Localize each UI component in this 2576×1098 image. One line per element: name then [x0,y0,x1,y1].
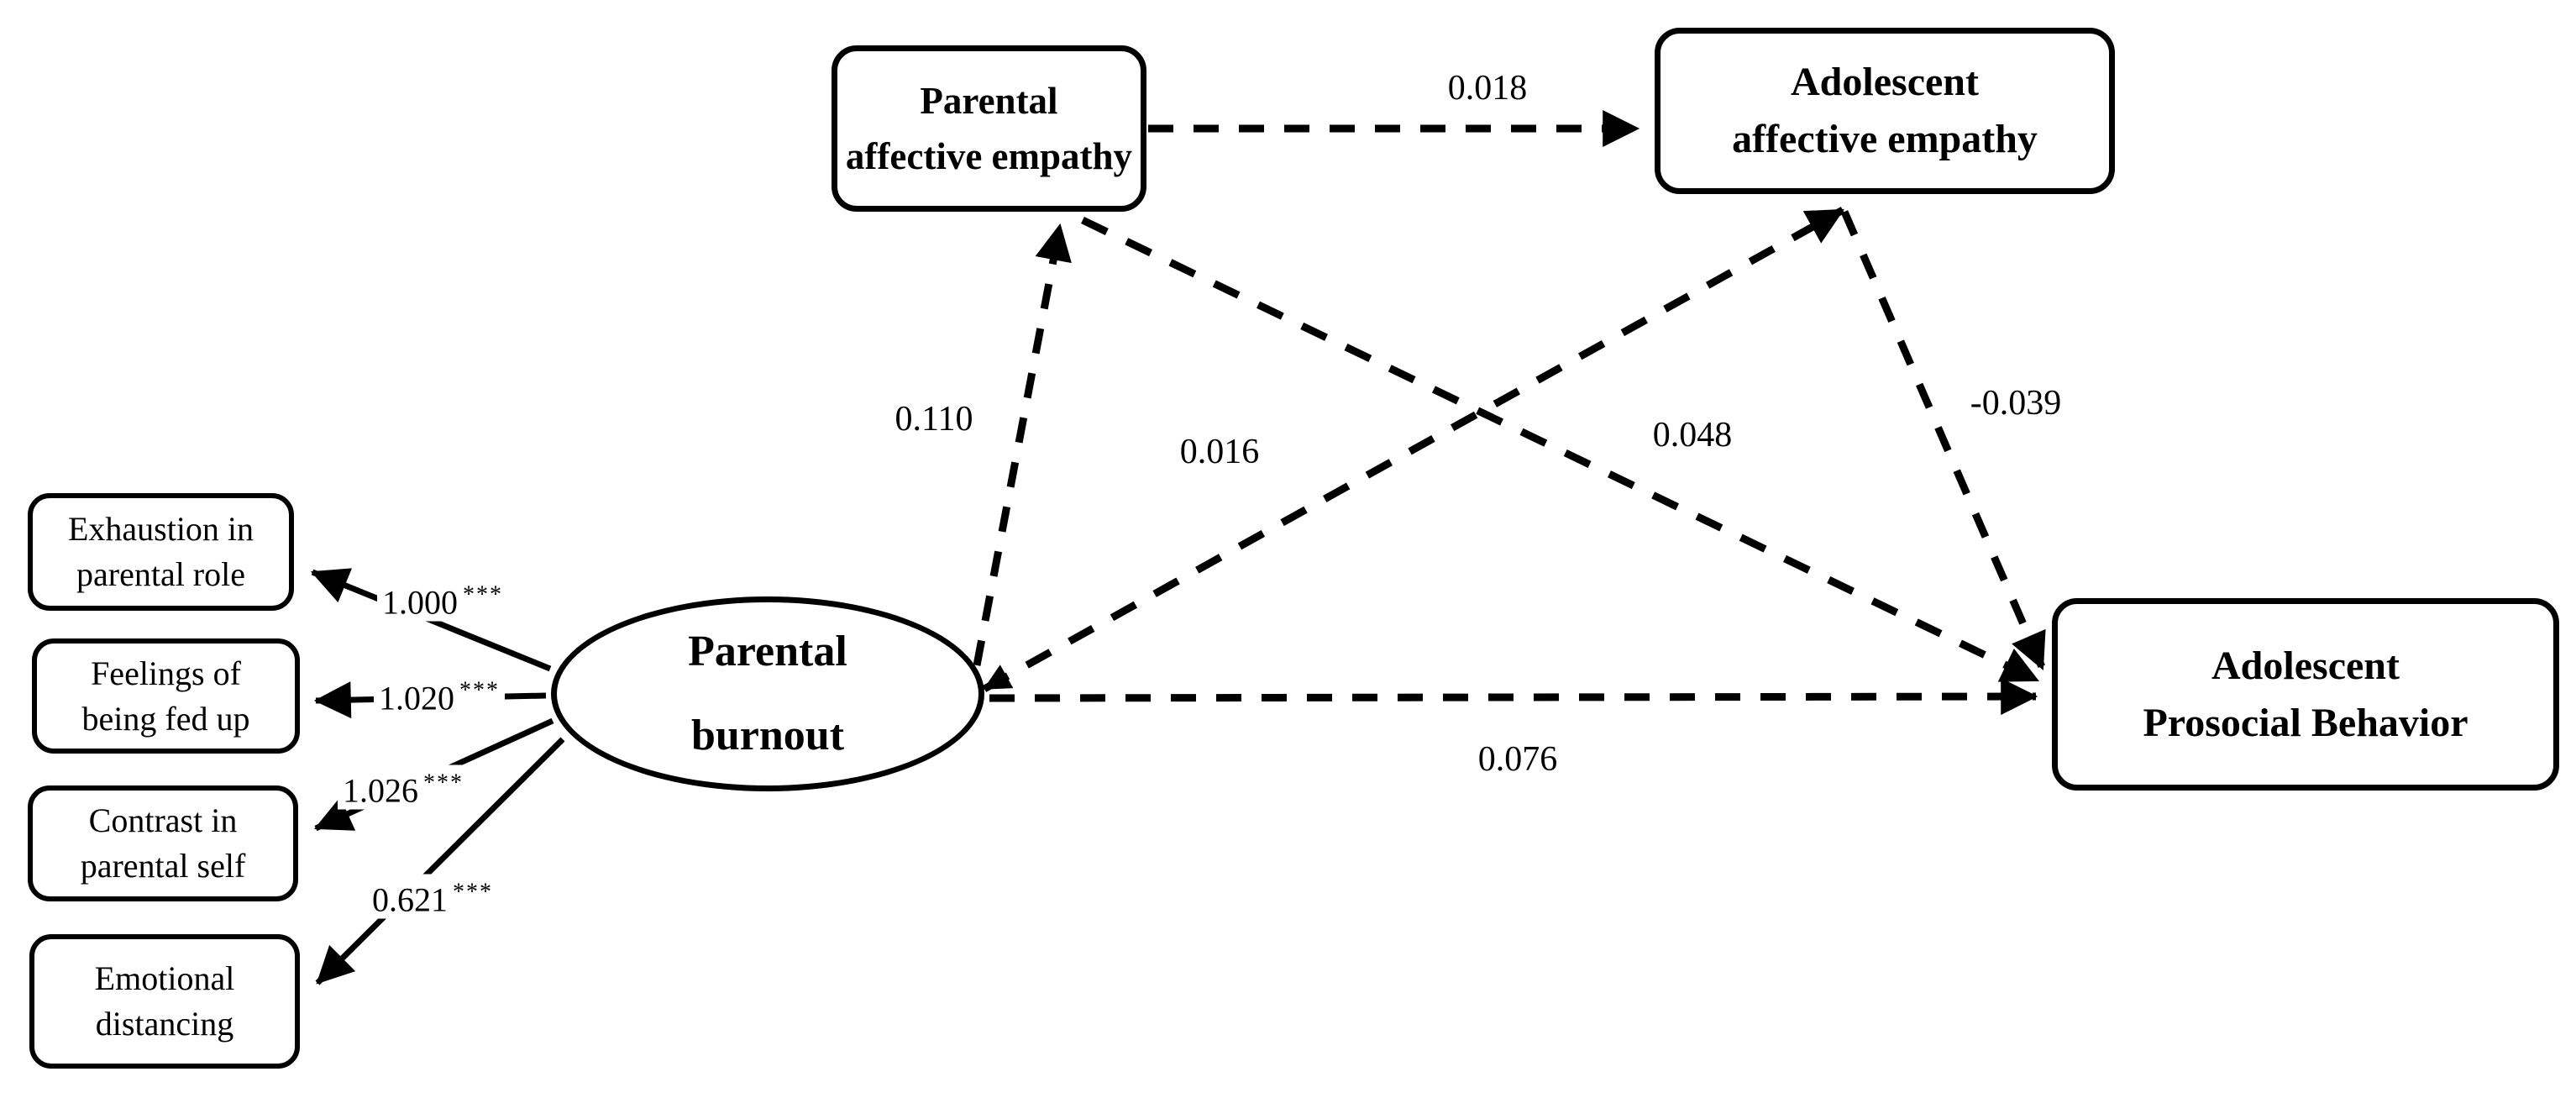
path-label-0016: 0.016 [1173,433,1267,471]
loading-label-exhaustion: 1.000*** [377,576,508,622]
edge-burnout-to-distancing-indicator [315,737,565,985]
edge-burnout-to-adolescent-empathy [982,207,1845,692]
path-label-0048: 0.048 [1645,416,1739,454]
indicator-label-line: Contrast in [88,801,238,839]
edge-parental-empathy-to-prosocial [1081,216,2039,685]
box-parental-affective-empathy: Parental affective empathy [832,45,1146,212]
edge-burnout-to-prosocial [989,678,2038,716]
latent-label-line2: burnout [690,712,845,759]
box-label-line: Prosocial Behavior [2143,700,2468,745]
indicator-label-line: parental role [76,555,245,593]
indicator-label-line: Emotional [94,959,235,997]
indicator-box-fed-up: Feelings of being fed up [32,638,300,754]
loading-value: 1.020 [379,679,454,717]
loading-value: 1.026 [343,771,418,810]
box-label-line: Parental [920,80,1058,122]
indicator-label-line: distancing [95,1005,234,1043]
path-label-neg0039: -0.039 [1963,384,2069,423]
significance-stars: *** [459,677,500,704]
loading-label-distancing: 0.621*** [367,874,498,919]
significance-stars: *** [453,879,493,906]
latent-label-line1: Parental [688,628,847,675]
latent-parental-burnout: Parental burnout [551,596,984,791]
edge-adolescent-empathy-to-prosocial [1840,210,2047,671]
indicator-label-line: being fed up [81,699,250,738]
significance-stars: *** [423,770,464,796]
indicator-box-exhaustion: Exhaustion in parental role [28,493,294,611]
box-label-line: Adolescent [1791,60,1979,104]
loading-value: 1.000 [382,583,458,622]
box-adolescent-prosocial-behavior: Adolescent Prosocial Behavior [2052,598,2559,791]
path-label-0018: 0.018 [1440,69,1535,108]
box-label-line: affective empathy [845,135,1133,177]
path-label-0076: 0.076 [1471,740,1565,779]
box-adolescent-affective-empathy: Adolescent affective empathy [1655,28,2115,194]
indicator-box-contrast: Contrast in parental self [28,785,298,901]
indicator-label-line: parental self [80,847,246,885]
significance-stars: *** [463,581,503,608]
loading-value: 0.621 [372,880,448,919]
indicator-label-line: Feelings of [91,654,241,692]
edge-burnout-to-parental-empathy [973,223,1072,666]
path-label-0110: 0.110 [888,400,980,439]
box-label-line: affective empathy [1732,117,2038,161]
loading-label-contrast: 1.026*** [338,764,469,810]
indicator-box-distancing: Emotional distancing [29,934,300,1069]
box-label-line: Adolescent [2211,643,2400,688]
loading-label-fed-up: 1.020*** [374,672,505,717]
indicator-label-line: Exhaustion in [67,510,254,548]
